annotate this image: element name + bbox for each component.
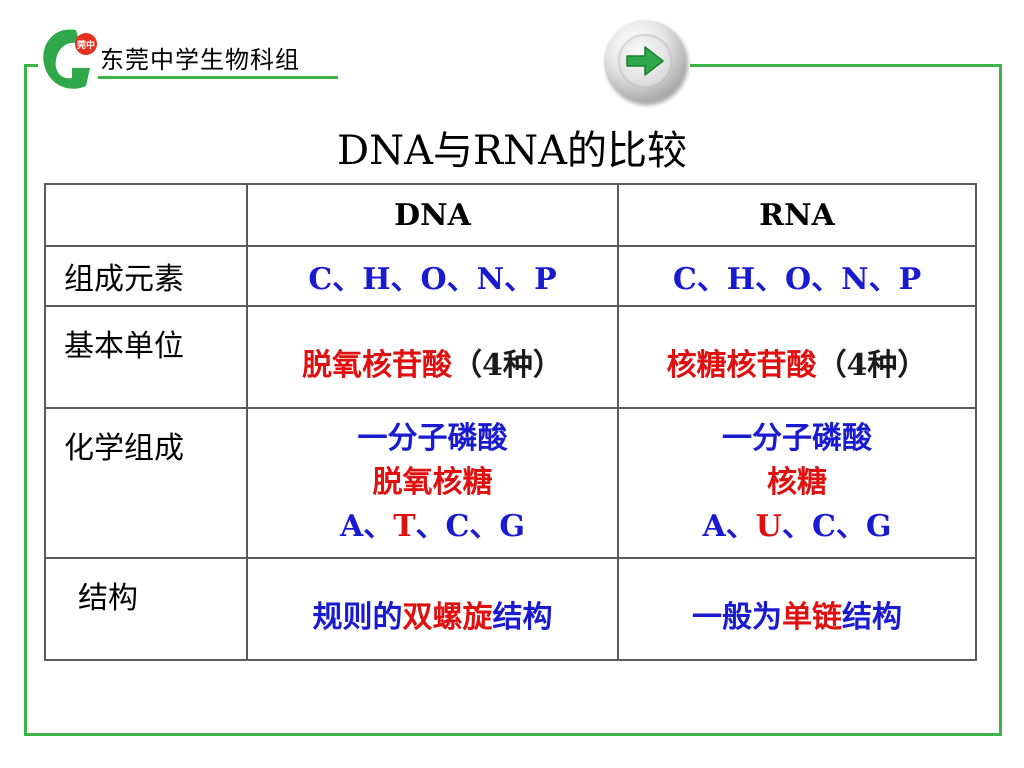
next-slide-button[interactable] (604, 20, 686, 102)
table-row-elements: 组成元素 C、H、O、N、P C、H、O、N、P (44, 245, 977, 307)
rna-bases: A、U、C、G (619, 505, 975, 549)
org-name: 东莞中学生物科组 (100, 46, 300, 74)
frame-left (24, 64, 27, 736)
rna-bases-a: A、 (702, 509, 756, 544)
rna-structure-single-strand: 单链 (782, 600, 842, 635)
dna-structure-b: 结构 (492, 600, 553, 635)
rna-structure-a: 一般为 (692, 600, 782, 635)
rna-base-u: U (755, 509, 782, 544)
dna-elements: C、H、O、N、P (246, 245, 619, 307)
dna-structure-double-helix: 双螺旋 (402, 600, 493, 635)
right-arrow-icon (626, 46, 664, 76)
row-label-structure: 结构 (44, 557, 248, 661)
org-underline (98, 76, 338, 79)
dna-unit-count: （4种） (452, 348, 563, 383)
page-title: DNA与RNA的比较 (337, 128, 687, 174)
rna-elements: C、H、O、N、P (617, 245, 977, 307)
table-header-row: DNA RNA (44, 183, 977, 247)
comparison-table: DNA RNA 组成元素 C、H、O、N、P C、H、O、N、P 基本单位 脱氧… (44, 183, 977, 661)
dna-bases-b: 、C、G (415, 509, 526, 544)
header-dna: DNA (246, 183, 619, 247)
rna-bases-b: 、C、G (781, 509, 892, 544)
svg-text:莞中: 莞中 (76, 39, 95, 51)
school-logo: 莞中 (36, 22, 108, 96)
dna-units: 脱氧核苷酸（4种） (246, 305, 619, 409)
rna-structure: 一般为单链结构 (617, 557, 977, 661)
rna-structure-b: 结构 (842, 600, 902, 635)
dna-sugar: 脱氧核糖 (372, 465, 493, 500)
rna-phosphate: 一分子磷酸 (722, 421, 872, 456)
rna-composition: 一分子磷酸 核糖 A、U、C、G (617, 407, 977, 559)
row-label-elements: 组成元素 (44, 245, 248, 307)
table-row-structure: 结构 规则的双螺旋结构 一般为单链结构 (44, 557, 977, 661)
dna-phosphate: 一分子磷酸 (357, 421, 508, 456)
rna-unit-name: 核糖核苷酸 (666, 348, 817, 383)
row-label-units: 基本单位 (44, 305, 248, 409)
dna-base-t: T (393, 509, 416, 544)
header-corner (44, 183, 248, 247)
frame-top-right (690, 64, 1002, 67)
table-row-composition: 化学组成 一分子磷酸 脱氧核糖 A、T、C、G 一分子磷酸 核糖 A、U、C、G (44, 407, 977, 559)
dna-bases-a: A、 (339, 509, 394, 544)
row-label-composition: 化学组成 (44, 407, 248, 559)
frame-top-left (24, 64, 38, 67)
frame-right (999, 64, 1002, 736)
dna-unit-name: 脱氧核苷酸 (302, 348, 453, 383)
rna-units: 核糖核苷酸（4种） (617, 305, 977, 409)
dna-structure-a: 规则的 (312, 600, 403, 635)
frame-bottom (24, 733, 1002, 736)
dna-bases: A、T、C、G (248, 505, 617, 549)
header-rna: RNA (617, 183, 977, 247)
rna-sugar: 核糖 (767, 465, 827, 500)
dna-structure: 规则的双螺旋结构 (246, 557, 619, 661)
table-row-units: 基本单位 脱氧核苷酸（4种） 核糖核苷酸（4种） (44, 305, 977, 409)
rna-unit-count: （4种） (816, 348, 928, 383)
dna-composition: 一分子磷酸 脱氧核糖 A、T、C、G (246, 407, 619, 559)
